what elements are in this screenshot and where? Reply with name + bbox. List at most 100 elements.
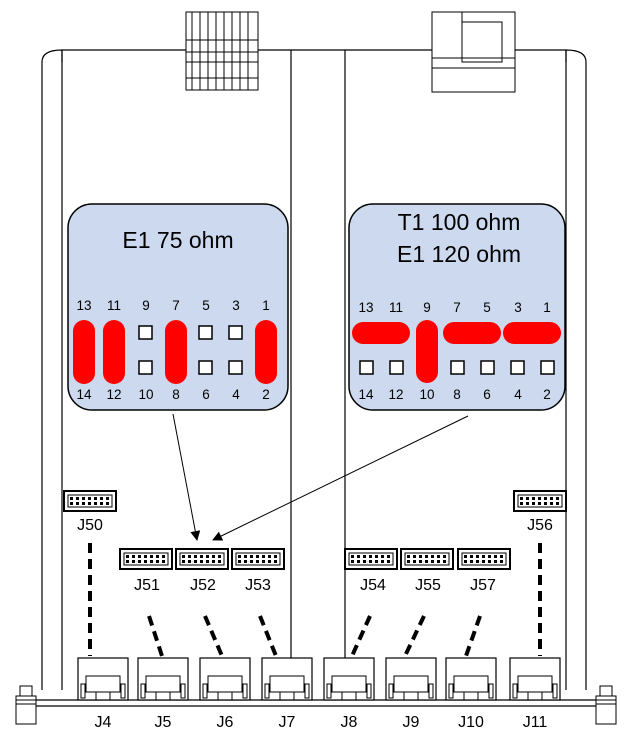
pin-12 xyxy=(389,360,404,375)
pin-label: 5 xyxy=(202,298,210,313)
open-pins xyxy=(138,325,243,375)
jumper-13-14 xyxy=(73,320,95,384)
pin-5 xyxy=(198,325,213,340)
top-right-connector xyxy=(431,11,516,93)
pin-label: 7 xyxy=(453,300,461,315)
pin-3 xyxy=(228,325,243,340)
port-j7: J7 xyxy=(261,657,313,731)
jumper-panel-e1-75: E1 75 ohm 13 11 9 7 5 3 1 14 12 10 8 6 4… xyxy=(67,203,289,411)
pin-14 xyxy=(359,360,374,375)
jumper-11-12 xyxy=(103,320,125,384)
pin-label: 11 xyxy=(107,298,121,313)
port-j9: J9 xyxy=(385,657,437,731)
port-label: J8 xyxy=(341,714,358,731)
port-j6: J6 xyxy=(199,657,251,731)
pin-10 xyxy=(138,360,153,375)
link-j54-j8 xyxy=(350,615,372,657)
port-label: J11 xyxy=(523,714,548,731)
panel-title-line: E1 120 ohm xyxy=(397,241,521,267)
port-label: J7 xyxy=(279,714,296,731)
pin-label: 2 xyxy=(543,387,551,402)
pin-label: 10 xyxy=(138,387,153,402)
pin-labels-top: 13 11 9 7 5 3 1 xyxy=(76,298,269,313)
jumper-7-8 xyxy=(165,320,187,384)
jumper-panel-t1-e1-120: T1 100 ohm E1 120 ohm 13 11 9 7 5 3 1 14… xyxy=(348,203,566,411)
pin-label: 8 xyxy=(453,387,461,402)
port-j5: J5 xyxy=(137,657,189,731)
port-j4: J4 xyxy=(77,657,129,731)
pin-label: 12 xyxy=(106,387,121,402)
pin-label: 1 xyxy=(262,298,270,313)
pin-label: 10 xyxy=(419,387,434,402)
pin-label: 9 xyxy=(142,298,150,313)
port-label: J10 xyxy=(458,714,484,731)
arrow-left-panel-to-j52 xyxy=(172,413,201,541)
jumper-9-10 xyxy=(416,320,438,383)
jumper-1-2 xyxy=(255,320,277,384)
header-label: J50 xyxy=(77,517,103,534)
pin-label: 5 xyxy=(483,300,491,315)
pin-label: 6 xyxy=(202,387,210,402)
port-j10: J10 xyxy=(445,657,497,731)
pin-4 xyxy=(510,360,525,375)
pin-6 xyxy=(480,360,495,375)
jumper-blocks xyxy=(352,320,561,383)
link-j55-j9 xyxy=(403,615,426,657)
port-label: J4 xyxy=(95,714,112,731)
pin-2 xyxy=(540,360,555,375)
port-j11: J11 xyxy=(509,657,561,731)
port-label: J9 xyxy=(403,714,420,731)
link-j53-j7 xyxy=(258,615,278,657)
pin-label: 9 xyxy=(423,300,431,315)
cable-links xyxy=(88,543,542,657)
rj-ports: J4 J5 J6 J7 J8 J9 J10 J11 xyxy=(77,657,561,731)
header-label: J55 xyxy=(415,577,441,594)
pin-label: 8 xyxy=(172,387,180,402)
header-label: J52 xyxy=(190,577,216,594)
header-j57: J57 xyxy=(457,548,511,594)
header-j50: J50 xyxy=(63,490,117,534)
pin-labels-bottom: 14 12 10 8 6 4 2 xyxy=(76,387,269,402)
pin-label: 11 xyxy=(389,300,403,315)
pin-labels-top: 13 11 9 7 5 3 1 xyxy=(358,300,550,315)
link-j52-j6 xyxy=(203,615,224,657)
pin-8 xyxy=(450,360,465,375)
header-label: J54 xyxy=(360,577,386,594)
pin-labels-bottom: 14 12 10 8 6 4 2 xyxy=(358,387,550,402)
jumper-blocks xyxy=(73,320,277,384)
pin-9 xyxy=(138,325,153,340)
panel-title-line: E1 75 ohm xyxy=(122,227,233,253)
port-label: J6 xyxy=(217,714,234,731)
header-label: J56 xyxy=(527,517,553,534)
pin-label: 2 xyxy=(262,387,270,402)
jumper-7-5 xyxy=(443,322,501,344)
panel-title-line: T1 100 ohm xyxy=(398,209,521,235)
link-j57-j10 xyxy=(464,615,482,657)
left-screw xyxy=(15,685,37,725)
pointer-arrows xyxy=(172,413,469,541)
arrow-right-panel-to-j52 xyxy=(212,415,469,541)
port-label: J5 xyxy=(155,714,172,731)
pin-label: 1 xyxy=(543,300,551,315)
header-label: J53 xyxy=(245,577,271,594)
header-j55: J55 xyxy=(400,548,454,594)
header-j52: J52 xyxy=(175,548,229,594)
pin-label: 13 xyxy=(358,300,373,315)
pin-label: 13 xyxy=(76,298,91,313)
header-j53: J53 xyxy=(231,548,285,594)
header-j51: J51 xyxy=(119,548,173,594)
jumper-13-11 xyxy=(352,322,410,344)
pin-label: 3 xyxy=(514,300,522,315)
right-screw xyxy=(595,685,617,725)
pin-6 xyxy=(198,360,213,375)
pin-label: 4 xyxy=(514,387,522,402)
open-pins xyxy=(359,360,555,375)
header-label: J51 xyxy=(134,577,160,594)
pin-4 xyxy=(228,360,243,375)
top-left-connector xyxy=(185,11,259,91)
link-j51-j5 xyxy=(147,615,164,657)
pin-label: 12 xyxy=(388,387,403,402)
pin-label: 6 xyxy=(483,387,491,402)
